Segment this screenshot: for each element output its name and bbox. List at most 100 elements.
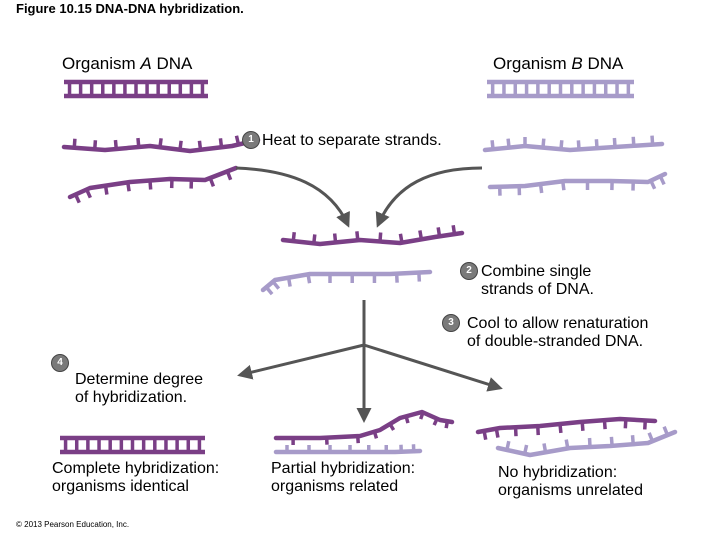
- strand-backbone: [475, 416, 658, 435]
- base-pair-tick: [306, 274, 312, 284]
- base-pair-tick: [612, 137, 617, 148]
- base-pair-tick: [72, 138, 77, 148]
- base-pair-tick: [559, 140, 564, 150]
- base-pair-tick: [197, 140, 203, 150]
- base-pair-tick: [418, 230, 424, 240]
- base-pair-tick: [208, 177, 216, 188]
- base-pair-tick: [113, 139, 118, 150]
- step-1-text: Heat to separate strands.: [262, 132, 442, 149]
- organism-a-label: Organism A DNA: [62, 54, 193, 73]
- base-pair-tick: [631, 136, 636, 146]
- base-pair-tick: [506, 138, 511, 148]
- base-pair-tick: [312, 234, 317, 244]
- base-pair-tick: [398, 233, 404, 243]
- base-pair-tick: [355, 231, 360, 241]
- base-pair-tick: [372, 431, 379, 439]
- result-none-text: No hybridization: organisms unrelated: [498, 464, 643, 500]
- base-pair-tick: [218, 138, 224, 148]
- organism-a-strand-lower: [67, 165, 239, 204]
- base-pair-tick: [649, 179, 657, 190]
- base-pair-tick: [482, 430, 488, 441]
- base-pair-tick: [264, 286, 274, 296]
- organism-b-strand-lower: [487, 171, 668, 196]
- base-pair-tick: [576, 140, 581, 150]
- figure-title: Figure 10.15 DNA-DNA hybridization.: [16, 1, 244, 16]
- base-pair-tick: [541, 138, 546, 148]
- base-pair-tick: [158, 138, 163, 148]
- result-complete-duplex: [60, 435, 205, 455]
- arrow-a-to-mix: [235, 166, 350, 228]
- base-pair-tick: [630, 435, 635, 445]
- base-pair-tick: [291, 231, 296, 242]
- result-none-strand-b: [495, 426, 678, 458]
- step-3-badge: 3: [442, 314, 460, 332]
- base-pair-tick: [505, 440, 511, 451]
- base-pair-tick: [444, 420, 450, 429]
- base-pair-tick: [332, 233, 338, 243]
- combined-strand-b: [260, 269, 433, 296]
- arrow-b-to-mix: [375, 166, 483, 228]
- base-pair-tick: [662, 426, 670, 436]
- base-pair-tick: [419, 411, 425, 420]
- base-pair-tick: [148, 180, 153, 190]
- step-1-badge: 1: [242, 131, 260, 149]
- base-pair-tick: [561, 181, 566, 191]
- base-pair-tick: [103, 185, 109, 195]
- base-pair-tick: [650, 135, 655, 145]
- base-pair-tick: [378, 232, 383, 242]
- strand-backbone: [482, 141, 665, 153]
- organism-b-label: Organism B DNA: [493, 54, 624, 73]
- base-pair-tick: [93, 140, 98, 150]
- base-pair-tick: [602, 420, 607, 430]
- step-2-text: Combine single strands of DNA.: [481, 263, 594, 299]
- arrow-to-complete: [237, 343, 365, 380]
- base-pair-tick: [436, 227, 442, 237]
- base-pair-tick: [286, 277, 292, 287]
- base-pair-tick: [643, 420, 648, 430]
- base-pair-tick: [271, 280, 281, 290]
- base-pair-tick: [178, 140, 183, 150]
- base-pair-tick: [494, 428, 500, 438]
- step-3-text: Cool to allow renaturation of double-str…: [467, 315, 649, 351]
- step-2-badge: 2: [460, 262, 478, 280]
- base-pair-tick: [522, 444, 529, 455]
- result-none-strand-a: [475, 416, 658, 441]
- combined-strand-a: [280, 224, 465, 247]
- base-pair-tick: [432, 417, 439, 426]
- base-pair-tick: [451, 224, 457, 235]
- base-pair-tick: [538, 183, 544, 194]
- copyright-notice: © 2013 Pearson Education, Inc.: [16, 520, 130, 529]
- base-pair-tick: [85, 188, 92, 199]
- base-pair-tick: [225, 170, 233, 181]
- base-pair-tick: [388, 423, 396, 431]
- base-pair-tick: [234, 135, 241, 145]
- step-4-text: Determine degree of hybridization.: [75, 371, 204, 407]
- base-pair-tick: [609, 436, 614, 446]
- strand-backbone: [280, 230, 465, 247]
- base-pair-tick: [564, 439, 570, 449]
- base-pair-tick: [126, 182, 131, 192]
- base-pair-tick: [136, 137, 141, 148]
- result-complete-text: Complete hybridization: organisms identi…: [52, 460, 220, 496]
- result-partial-text: Partial hybridization: organisms related: [271, 460, 416, 496]
- base-pair-tick: [647, 432, 655, 442]
- base-pair-tick: [542, 443, 548, 453]
- strand-backbone: [61, 137, 261, 154]
- base-pair-tick: [558, 423, 563, 434]
- result-partial-strand-b: [273, 444, 423, 455]
- base-pair-tick: [490, 140, 495, 150]
- base-pair-tick: [658, 175, 666, 186]
- base-pair-tick: [580, 421, 585, 431]
- organism-a-strand-upper: [61, 132, 261, 154]
- organism-b-dna-duplex: [487, 79, 634, 99]
- base-pair-tick: [623, 419, 628, 429]
- strand-backbone: [487, 171, 668, 190]
- base-pair-tick: [594, 139, 599, 149]
- base-pair-tick: [404, 415, 410, 424]
- arrow-to-none: [363, 343, 503, 392]
- organism-a-dna-duplex: [64, 79, 208, 99]
- step-4-badge: 4: [51, 354, 69, 372]
- result-partial-strand-a: [273, 409, 455, 445]
- base-pair-tick: [73, 193, 81, 204]
